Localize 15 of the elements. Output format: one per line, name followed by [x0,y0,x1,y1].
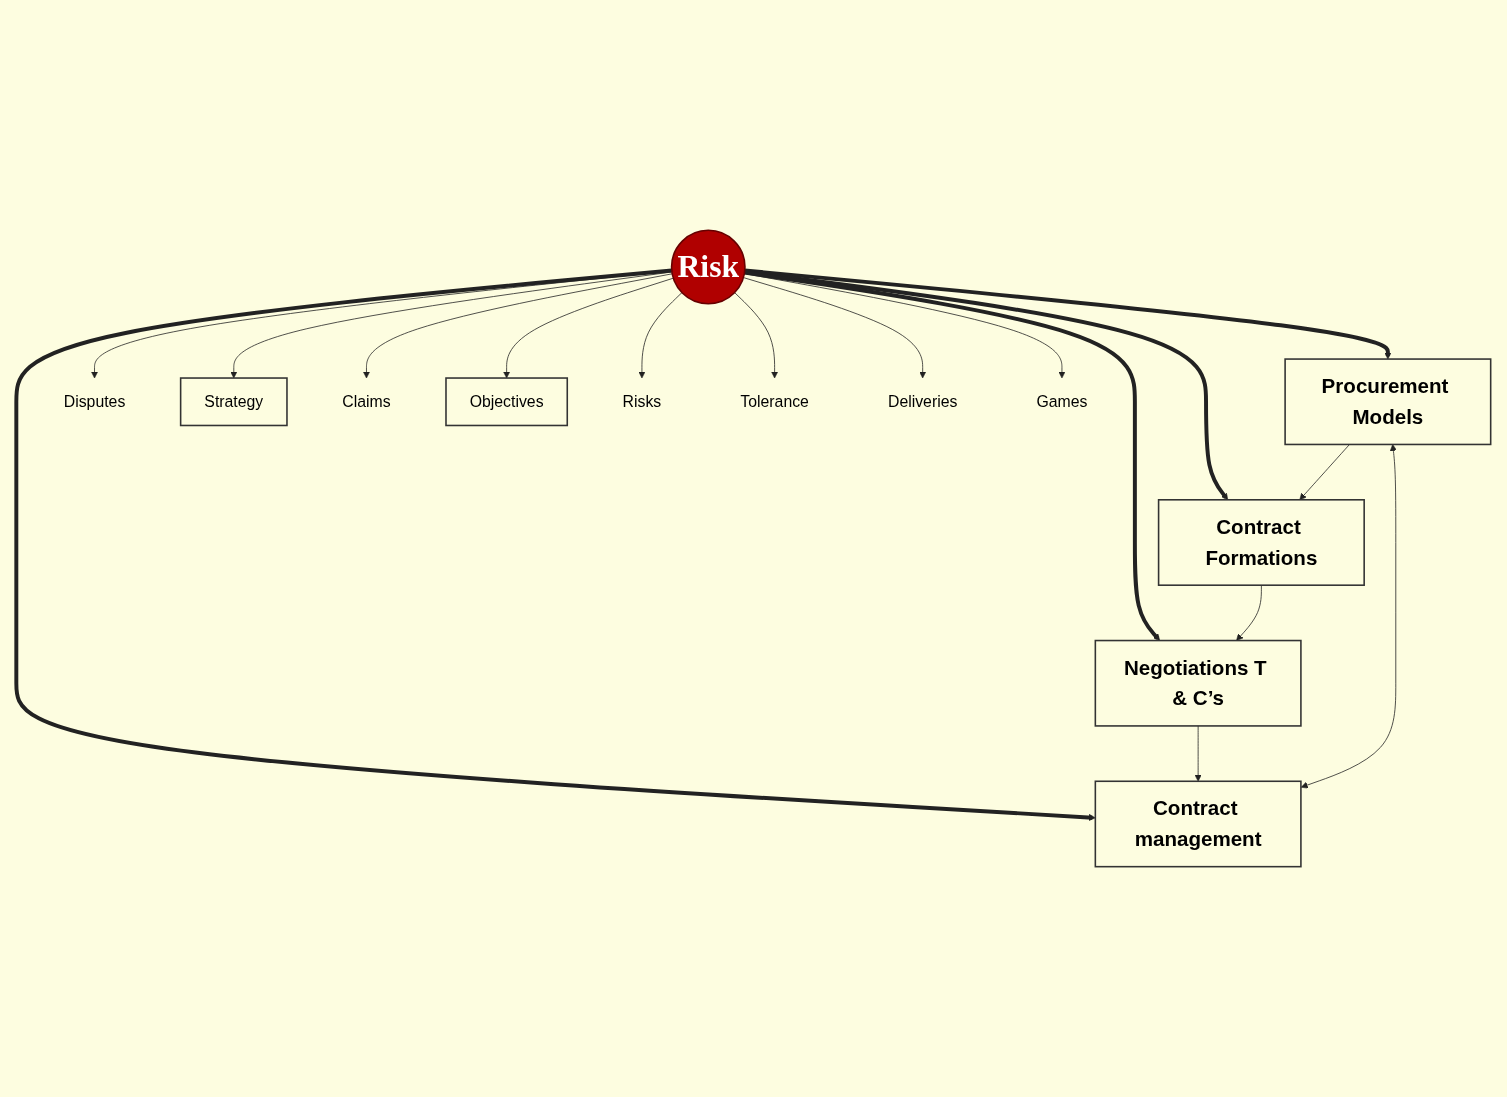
node-box: Contract Formations [1157,499,1365,586]
node-text: Deliveries [887,393,958,411]
arrow [14,268,1096,821]
node-box: Negotiations T & C’s [1094,639,1302,727]
node-box: Contract management [1094,780,1302,868]
node-text: Risks [622,393,662,411]
node-box: Procurement Models [1284,358,1492,446]
node-box: Strategy [179,377,288,427]
node-text: Tolerance [740,393,809,411]
node-circle: Risk [670,229,746,305]
arrow [744,268,1392,360]
node-text: Claims [342,393,391,411]
node-text: Games [1036,393,1088,411]
node-box: Objectives [445,377,569,427]
node-text: Disputes [63,393,126,411]
